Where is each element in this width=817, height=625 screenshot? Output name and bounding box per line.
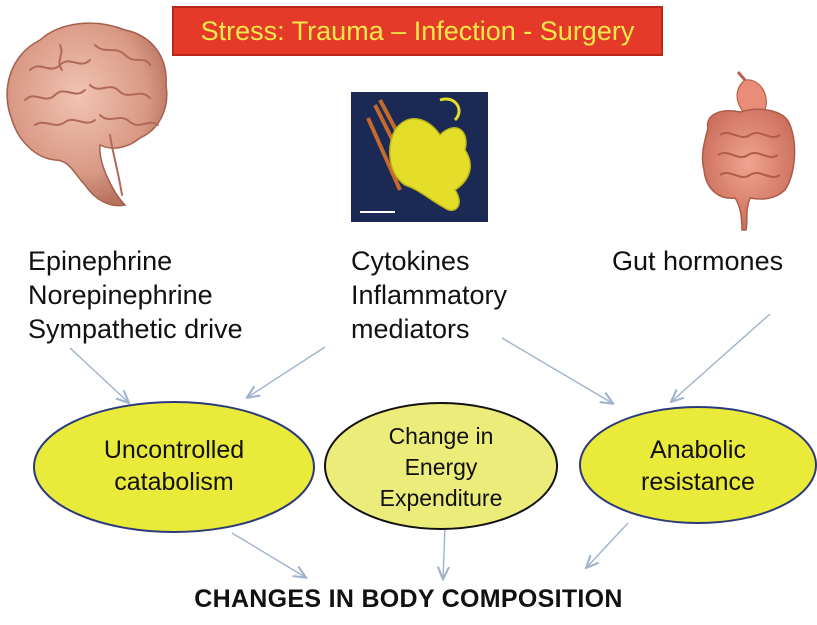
effect-right-line-1: Anabolic xyxy=(650,436,746,464)
oval-energy-expenditure xyxy=(324,402,558,530)
effect-left-line-1: Uncontrolled xyxy=(103,436,245,464)
brain-icon xyxy=(6,22,168,207)
mediator-cytokines: Cytokines xyxy=(351,246,470,276)
effect-right-label: Anabolic resistance xyxy=(598,434,798,498)
arrow-energy-to-outcome xyxy=(443,527,445,578)
arrow-cell-to-anabolic xyxy=(501,337,612,403)
oval-uncontrolled-catabolism xyxy=(33,401,315,533)
arrow-anabolic-to-outcome xyxy=(587,522,629,567)
effect-left-line-2: catabolism xyxy=(114,468,234,496)
mediator-sympathetic-drive: Sympathetic drive xyxy=(28,314,243,344)
stress-title: Stress: Trauma – Infection - Surgery xyxy=(200,15,635,46)
oval-anabolic-resistance xyxy=(579,406,817,524)
mediator-gut-hormones: Gut hormones xyxy=(612,246,784,276)
cell-micrograph-icon xyxy=(351,92,488,222)
stress-title-box: Stress: Trauma – Infection - Surgery xyxy=(172,6,663,56)
effect-middle-line-3: Expenditure xyxy=(379,485,503,511)
outcome-label: CHANGES IN BODY COMPOSITION xyxy=(194,585,623,613)
gut-icon xyxy=(701,71,796,231)
effect-middle-label: Change in Energy Expenditure xyxy=(341,421,541,514)
mediator-epinephrine: Epinephrine xyxy=(28,246,173,276)
effect-middle-line-1: Change in xyxy=(388,423,494,449)
effect-middle-line-2: Energy xyxy=(404,454,478,480)
arrow-brain-to-catabolism xyxy=(69,347,128,402)
gut-mediators: Gut hormones xyxy=(612,244,783,278)
arrows xyxy=(69,313,771,578)
mediator-norepinephrine: Norepinephrine xyxy=(28,280,213,310)
cell-mediators: Cytokines Inflammatory mediators xyxy=(351,244,507,346)
arrow-gut-to-anabolic xyxy=(672,313,771,401)
effect-right-line-2: resistance xyxy=(641,468,755,496)
mediator-inflammatory: Inflammatory xyxy=(351,280,508,310)
arrow-catabolism-to-outcome xyxy=(231,532,305,577)
arrow-cell-to-catabolism xyxy=(248,346,326,397)
effect-left-label: Uncontrolled catabolism xyxy=(64,434,284,498)
mediator-mediators: mediators xyxy=(351,314,470,344)
brain-mediators: Epinephrine Norepinephrine Sympathetic d… xyxy=(28,244,243,346)
